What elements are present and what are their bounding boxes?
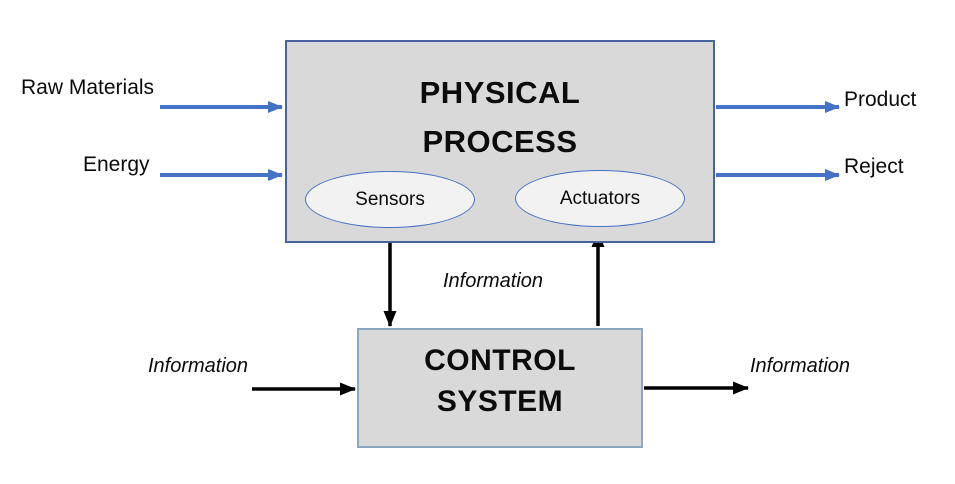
control-system-title-line1: CONTROL [424,344,576,377]
reject-label: Reject [844,155,904,178]
actuators-label: Actuators [559,187,641,209]
sensors-ellipse: Sensors [305,171,475,228]
information-right-label: Information [749,355,851,377]
actuators-ellipse: Actuators [515,170,685,227]
raw-materials-label: Raw Materials [21,76,155,99]
energy-label: Energy [83,153,150,176]
control-system-title: CONTROL SYSTEM [359,340,641,422]
control-system-box: CONTROL SYSTEM [357,328,643,448]
product-label: Product [844,88,917,111]
information-center-label: Information [442,270,544,292]
information-left-label: Information [147,355,249,377]
physical-process-title: PHYSICAL PROCESS [287,68,713,166]
control-system-title-line2: SYSTEM [436,385,564,418]
sensors-label: Sensors [355,188,425,210]
physical-process-title-line1: PHYSICAL [419,75,581,110]
physical-process-title-line2: PROCESS [422,124,578,159]
